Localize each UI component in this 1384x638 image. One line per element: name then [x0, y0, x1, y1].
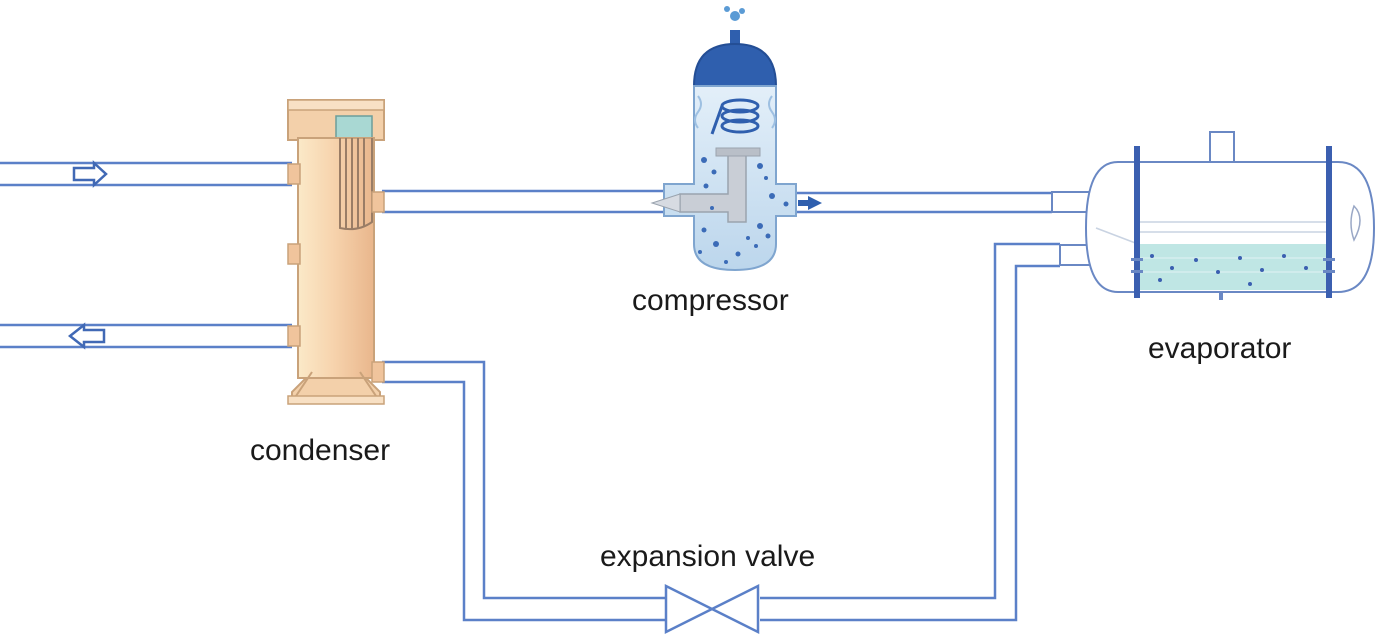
compressor-label: compressor [632, 284, 789, 317]
liquid-line-pipe [382, 360, 668, 622]
water-outlet-pipe [0, 323, 292, 349]
evaporator-liquid [1138, 244, 1328, 290]
arrow-right-icon [72, 160, 108, 188]
suction-pipe [795, 191, 1052, 214]
arrow-left-icon [67, 322, 106, 350]
compressor-bubbles [698, 157, 789, 264]
discharge-pipe [382, 189, 665, 214]
arrow-left-icon [650, 193, 681, 213]
expansion-valve-label: expansion valve [600, 540, 815, 573]
condenser-label: condenser [250, 434, 390, 467]
evaporator [1051, 131, 1376, 300]
evaporator-feed-pipe [760, 242, 1060, 622]
expansion-valve [664, 583, 760, 635]
compressor [650, 6, 822, 272]
evaporator-label: evaporator [1148, 332, 1291, 365]
water-inlet-pipe [0, 161, 292, 187]
condenser-nozzles [287, 163, 385, 383]
pipe-network [0, 161, 1060, 622]
condenser-tube-bundle [339, 138, 373, 231]
compressor-coil [710, 98, 760, 135]
condenser [287, 99, 385, 405]
arrow-left-icon [798, 196, 822, 210]
